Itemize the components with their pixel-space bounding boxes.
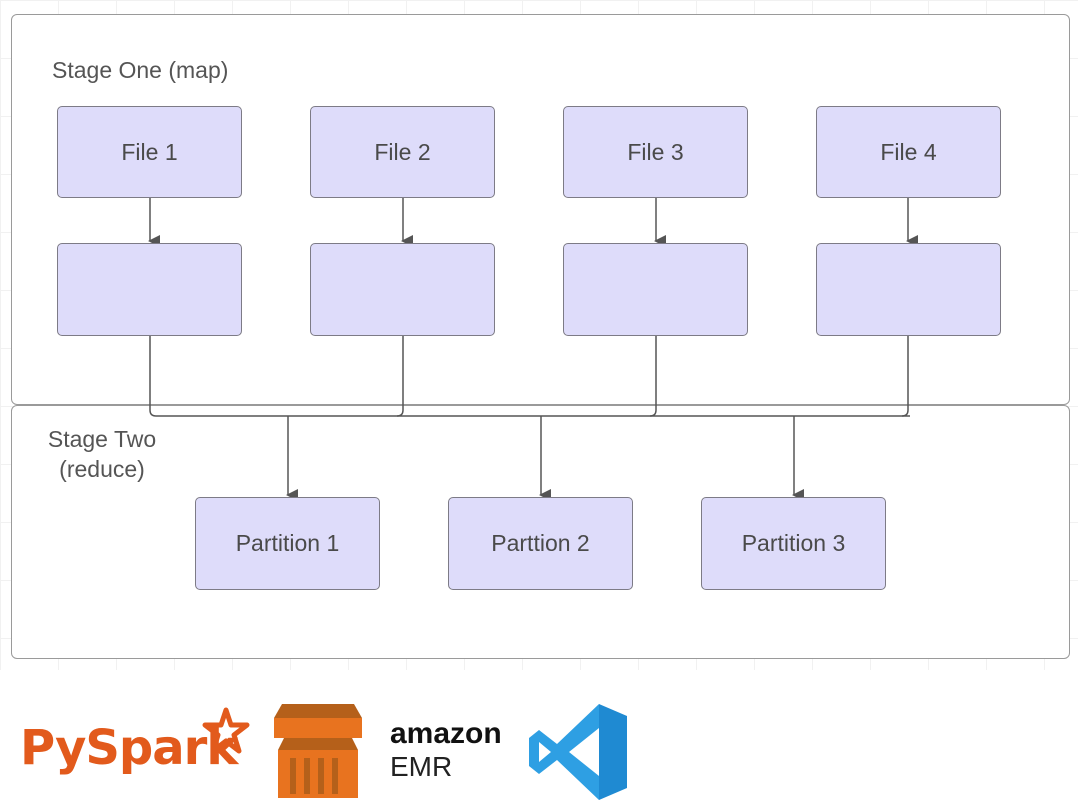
map-output-node-3[interactable] <box>563 243 748 336</box>
stage-one-title: Stage One (map) <box>52 57 229 83</box>
emr-logo-text: EMR <box>390 751 453 782</box>
shuffle-edge-map-1 <box>149 336 910 417</box>
partition-node-3[interactable]: Partition 3 <box>701 497 886 590</box>
file-node-label: File 4 <box>880 138 937 165</box>
pyspark-logo: PySpark <box>20 720 238 776</box>
file-node-3[interactable]: File 3 <box>563 106 748 198</box>
shuffle-edge-map-4 <box>901 336 909 417</box>
partition-node-label: Partition 3 <box>741 530 846 556</box>
file-node-4[interactable]: File 4 <box>816 106 1001 198</box>
amazon-logo-text: amazon <box>390 717 502 750</box>
stage-one-container[interactable] <box>11 14 1070 405</box>
spark-star-icon <box>202 707 250 754</box>
file-node-label: File 3 <box>627 138 684 165</box>
file-node-label: File 1 <box>121 138 178 165</box>
vscode-icon <box>529 704 627 800</box>
stage-two-title-line1: Stage Two <box>47 426 157 452</box>
pyspark-logo-text: PySpark <box>20 720 238 776</box>
stage-two-title-line2: (reduce) <box>59 456 145 482</box>
file-node-1[interactable]: File 1 <box>57 106 242 198</box>
connector-edges <box>148 198 918 501</box>
map-output-node-4[interactable] <box>816 243 1001 336</box>
shuffle-edge-map-3 <box>649 336 657 417</box>
partition-node-label: Partition 1 <box>235 530 340 556</box>
file-node-2[interactable]: File 2 <box>310 106 495 198</box>
map-output-node-2[interactable] <box>310 243 495 336</box>
partition-node-2[interactable]: Parttion 2 <box>448 497 633 590</box>
file-node-label: File 2 <box>374 138 431 165</box>
aws-emr-icon <box>274 704 362 798</box>
partition-node-label: Parttion 2 <box>491 530 590 556</box>
map-output-node-1[interactable] <box>57 243 242 336</box>
stage-two-title: Stage Two (reduce) <box>42 424 162 484</box>
logo-strip: PySpark amazon EMR <box>0 690 1078 802</box>
partition-node-1[interactable]: Partition 1 <box>195 497 380 590</box>
shuffle-edge-map-2 <box>396 336 404 417</box>
